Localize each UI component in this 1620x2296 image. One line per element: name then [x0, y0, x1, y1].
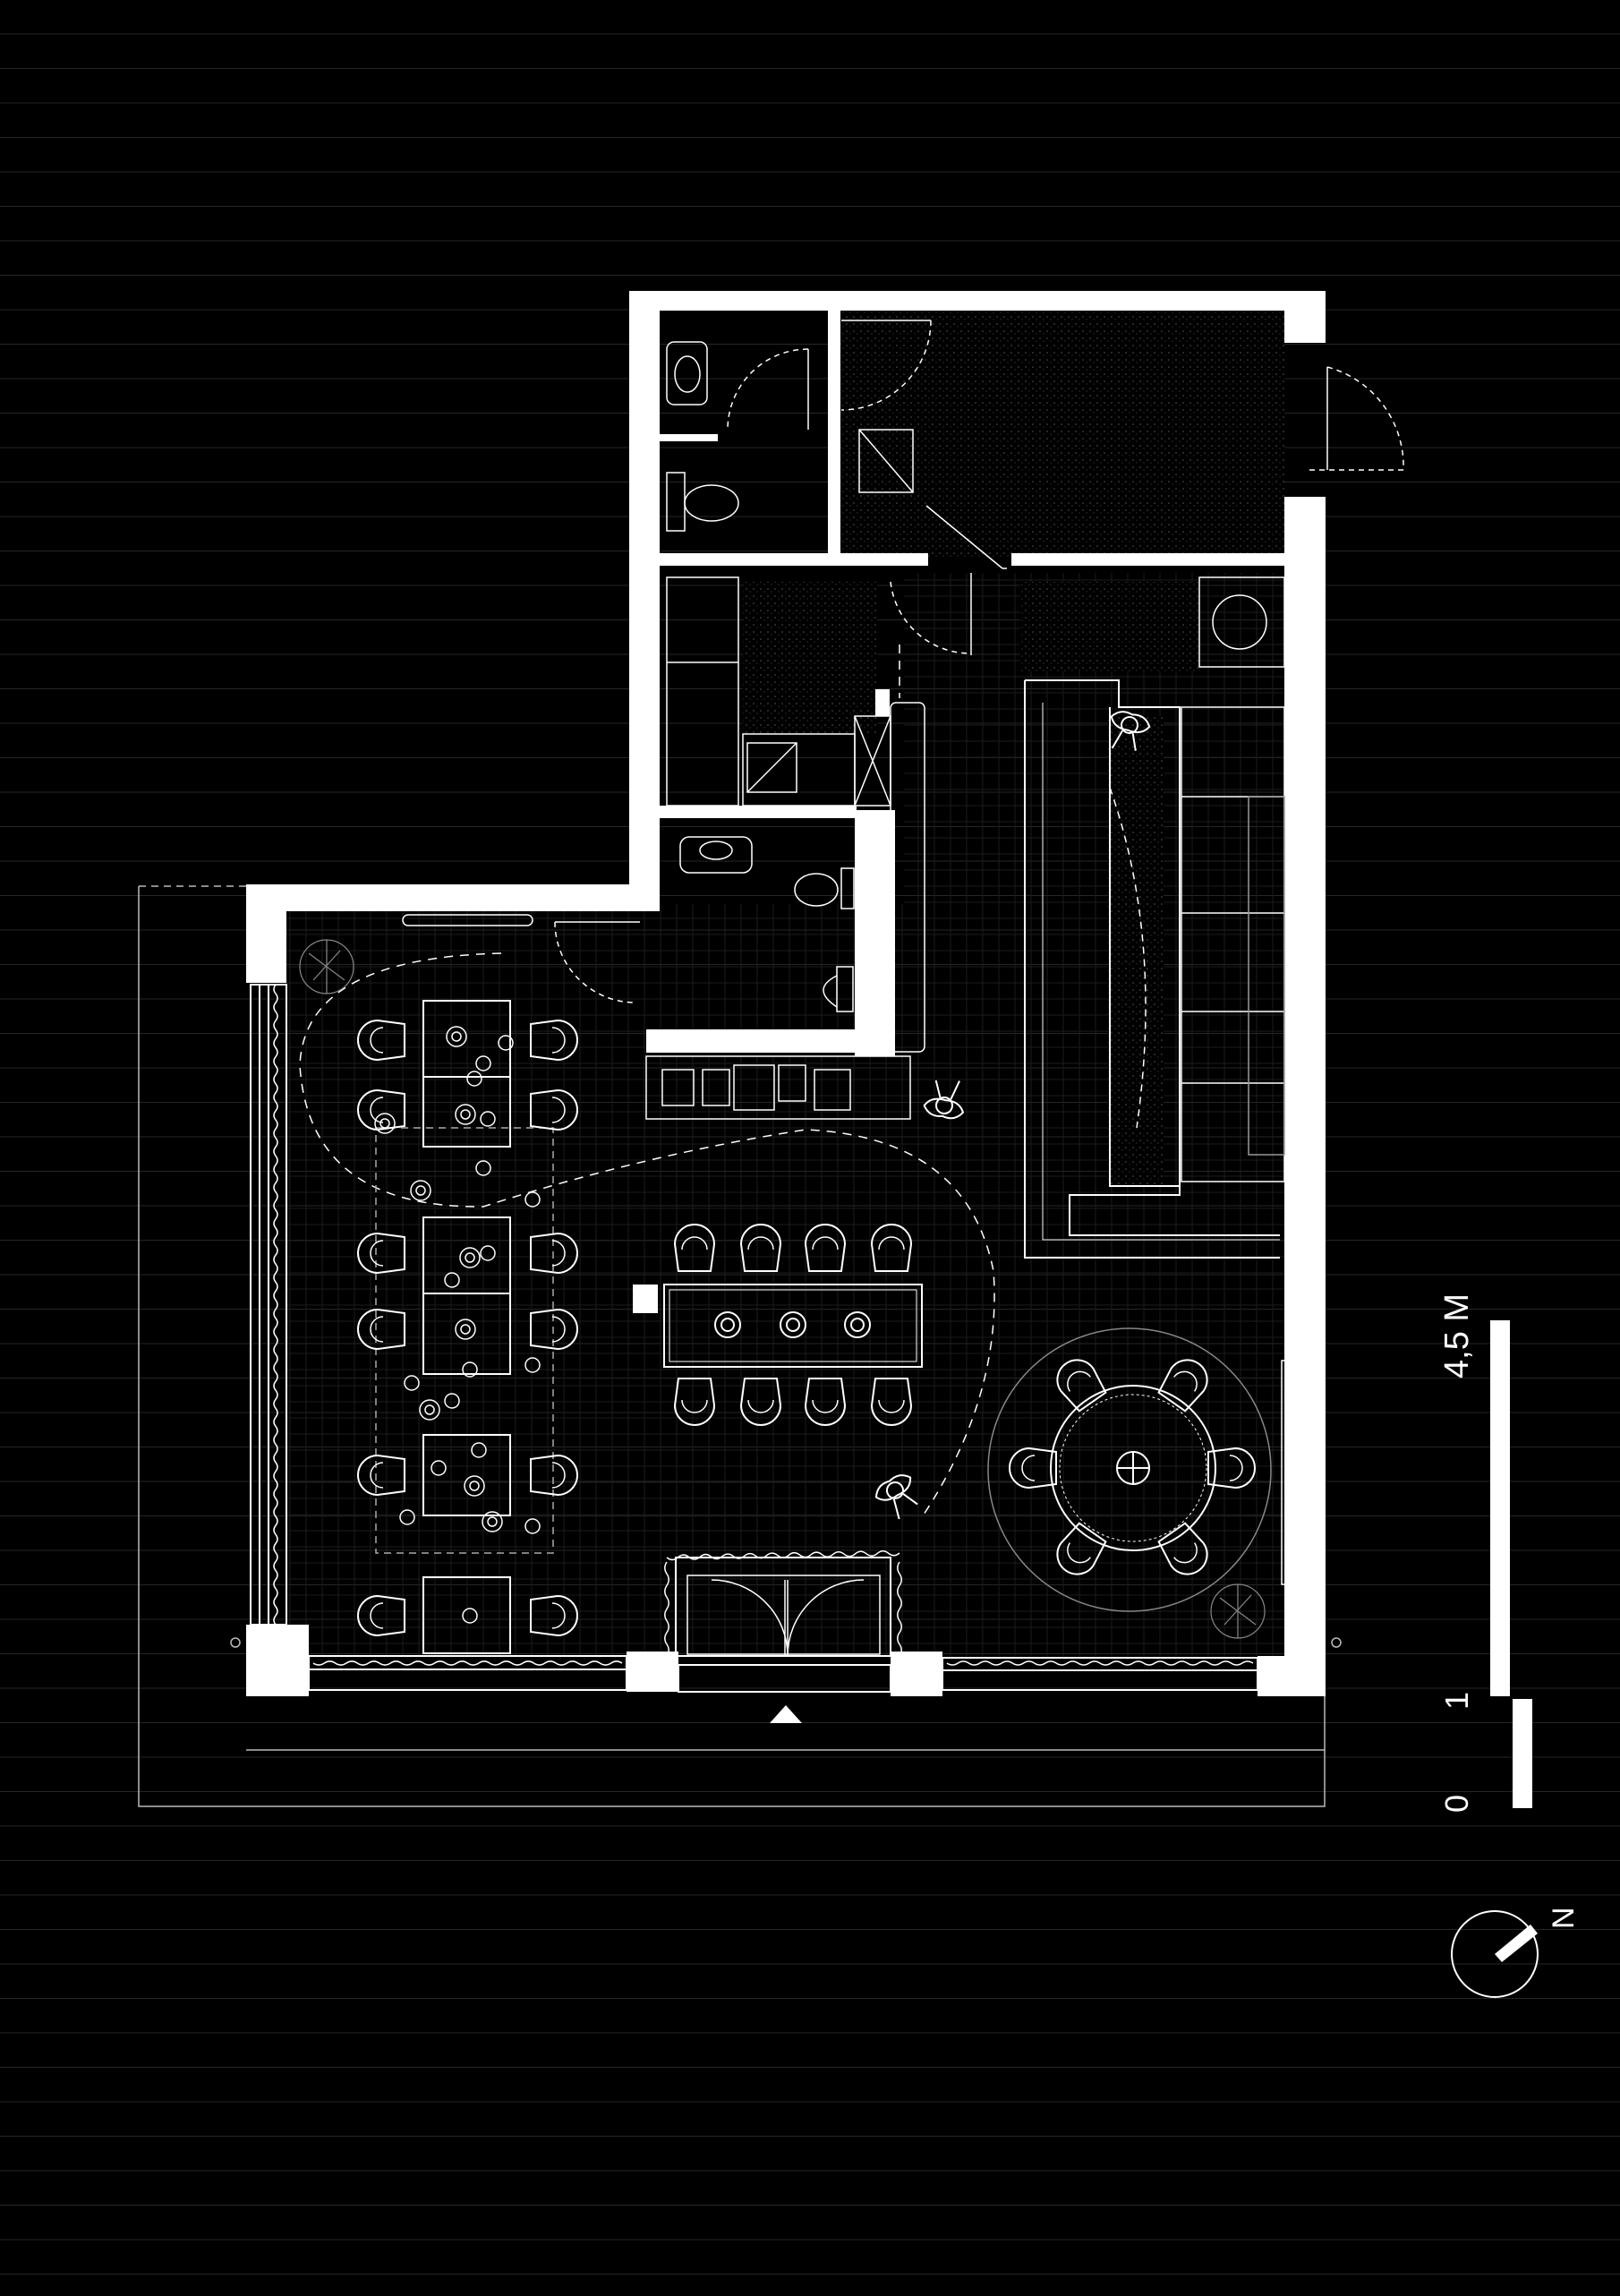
central-long-table: [663, 1284, 923, 1368]
facade-windows: [250, 984, 1258, 1693]
north-label: N: [1547, 1907, 1581, 1929]
entrance-triangle-icon: [770, 1705, 802, 1723]
north-arrow-icon: [1451, 1910, 1539, 1998]
rugs: [375, 1127, 554, 1554]
curtains: [273, 984, 1254, 1666]
hatched-service-areas: [743, 312, 1284, 1186]
potted-plants: [299, 939, 1266, 1639]
scale-label-max: 4,5 M: [1438, 1293, 1476, 1378]
scale-bar: 4,5 M 1 0: [1438, 1293, 1532, 1813]
terrace-outline: [138, 885, 1342, 1807]
round-table: [1050, 1385, 1216, 1551]
table-settings: [374, 1026, 541, 1624]
kitchen-equipment: [645, 576, 1285, 1182]
bar-counter: [1024, 679, 1280, 1259]
door-swings: [554, 320, 1404, 1003]
background-grid-lines: [0, 33, 1620, 2275]
wall-fixtures: [402, 914, 1292, 1585]
entrance-vestibule: [675, 1557, 891, 1657]
restroom-fixtures: [666, 341, 914, 1012]
north-arrow: N: [1451, 1907, 1581, 1998]
round-rug: [987, 1327, 1272, 1612]
walls: [246, 291, 1326, 1696]
scale-label-one: 1: [1438, 1692, 1475, 1710]
scale-label-zero: 0: [1438, 1795, 1475, 1813]
circulation-paths: [299, 644, 995, 1518]
